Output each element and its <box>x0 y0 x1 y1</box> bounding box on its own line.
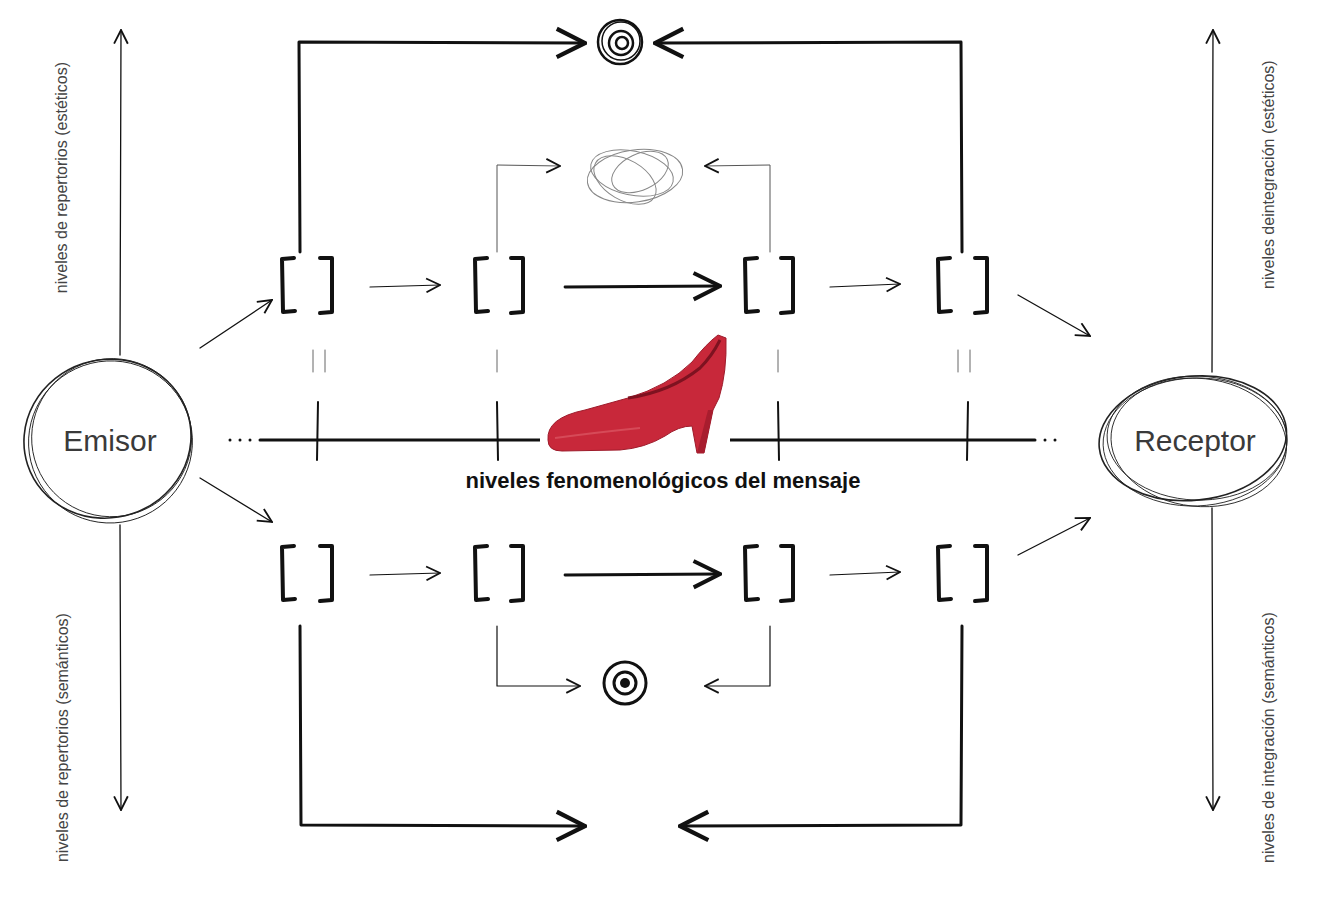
scribble-ellipse-node: Emisor <box>20 355 200 525</box>
level-arrow <box>120 30 121 355</box>
loop-arrow <box>497 626 580 686</box>
flow-arrow <box>200 300 272 348</box>
scribble-stroke <box>3 338 212 540</box>
target-symbol <box>604 662 646 704</box>
level-tick <box>497 402 498 460</box>
bracket-symbol <box>282 258 332 313</box>
bracket-symbol <box>938 546 987 601</box>
scribble-stroke <box>19 346 204 529</box>
axis-label: niveles de integración (semánticos) <box>1258 613 1277 864</box>
flow-arrow <box>1018 295 1090 336</box>
scribble-stroke <box>1105 373 1289 503</box>
bracket-symbol <box>938 258 987 313</box>
flow-arrow <box>830 572 900 575</box>
level-arrow <box>1212 508 1213 810</box>
loop-arrow <box>497 165 560 252</box>
shoe-illustration <box>540 330 730 456</box>
loop-arrow <box>680 626 962 826</box>
scribble-stroke <box>11 344 209 541</box>
flow-arrow <box>1018 518 1090 555</box>
tick-mark <box>778 350 779 372</box>
loop-arrow <box>300 626 585 826</box>
level-arrow <box>1212 30 1213 372</box>
bracket-symbol <box>745 258 793 313</box>
axis-label: niveles de repertorios (estéticos) <box>52 62 71 293</box>
scribble-stroke <box>1101 375 1289 509</box>
level-tick <box>317 402 318 460</box>
flow-arrow <box>200 478 272 522</box>
loop-arrow <box>705 626 770 686</box>
level-arrow <box>120 525 121 810</box>
center-label: niveles fenomenológicos del mensaje <box>466 468 861 494</box>
tick-mark <box>497 350 498 372</box>
spiral-symbol <box>598 20 642 64</box>
node-label: Receptor <box>1134 424 1256 457</box>
bracket-symbol <box>475 258 523 313</box>
tick-mark <box>958 350 970 372</box>
flow-arrow <box>565 286 720 287</box>
tick-mark <box>313 350 325 372</box>
bracket-symbol <box>475 546 523 601</box>
bracket-symbol <box>745 546 793 601</box>
loop-arrow <box>655 42 962 252</box>
scribble-symbol <box>584 143 686 215</box>
loop-arrow <box>299 42 585 252</box>
node-label: Emisor <box>63 424 156 457</box>
scribble-ellipse-node: Receptor <box>1095 372 1295 508</box>
axis-label: niveles de repertorios (semánticos) <box>52 614 71 863</box>
flow-arrow <box>370 285 440 287</box>
level-tick <box>967 402 968 460</box>
level-tick <box>778 402 779 460</box>
flow-arrow <box>370 573 440 575</box>
flow-arrow <box>830 284 900 287</box>
scribble-stroke <box>1105 370 1293 516</box>
scribble-stroke <box>1093 367 1293 510</box>
flow-arrow <box>565 574 720 575</box>
bracket-symbol <box>282 546 332 601</box>
loop-arrow <box>705 165 770 252</box>
axis-label: niveles deintegración (estéticos) <box>1258 61 1277 290</box>
